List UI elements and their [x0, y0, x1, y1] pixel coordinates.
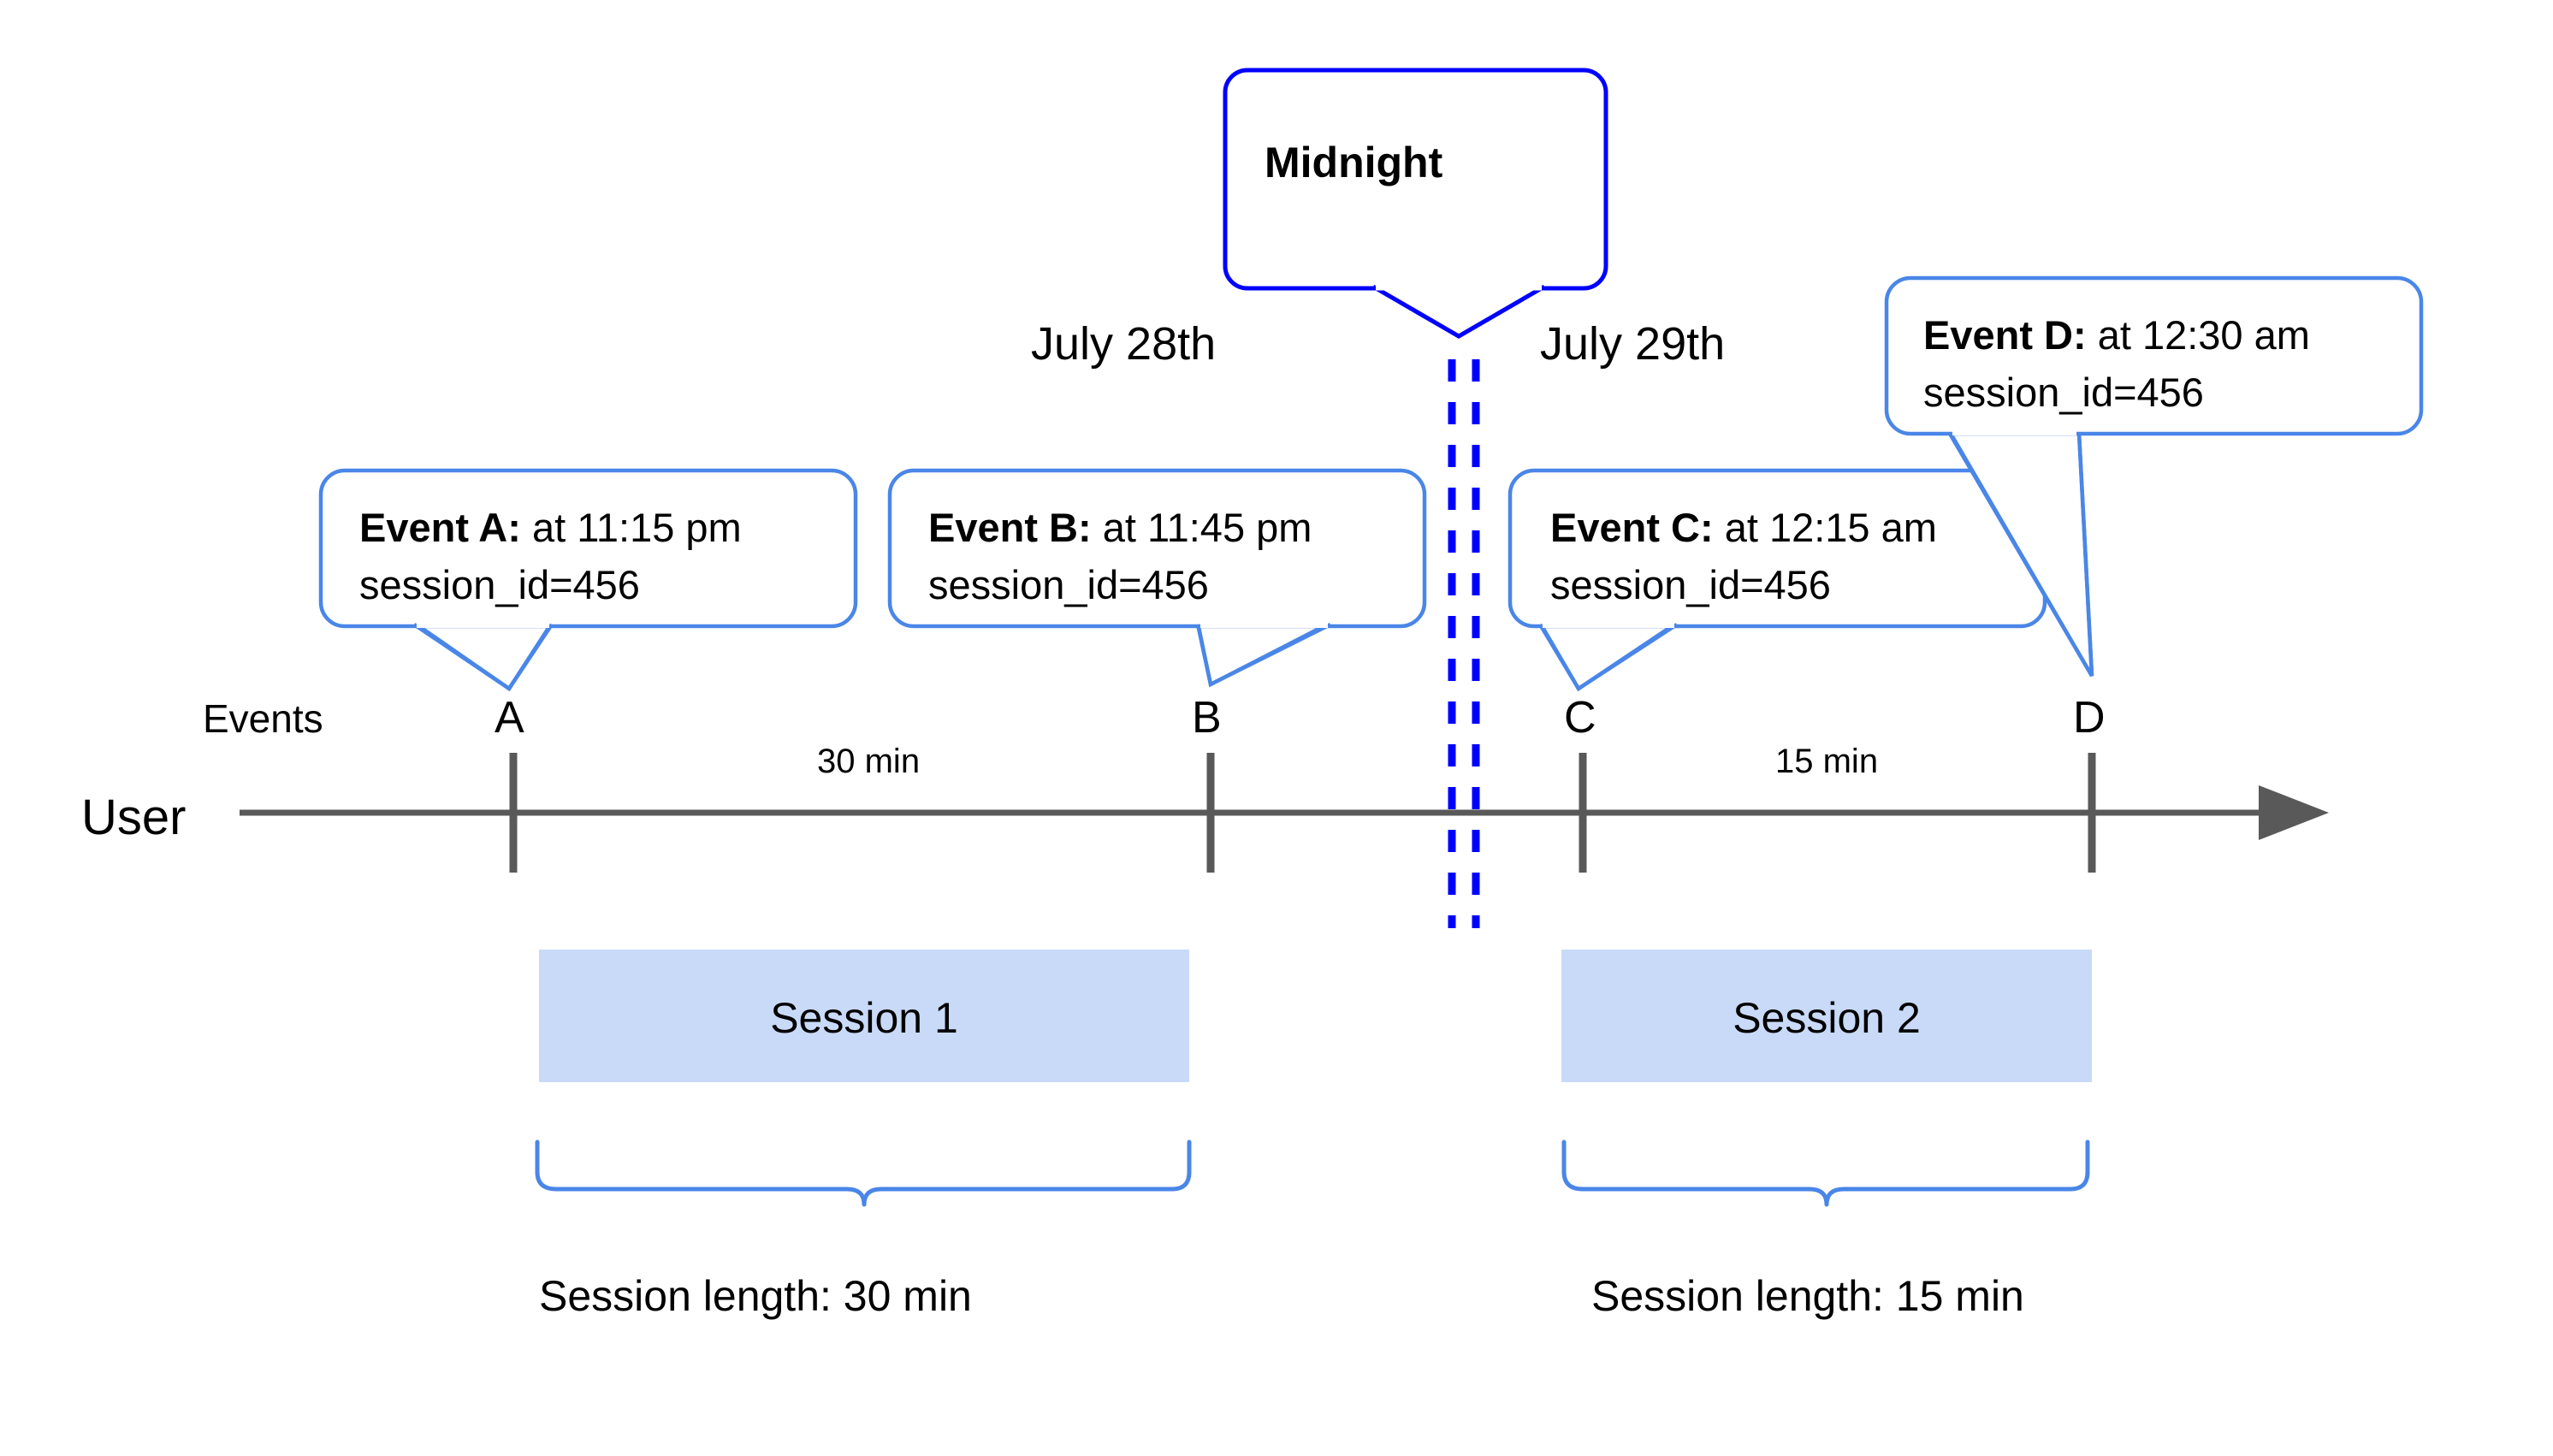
session-1-brace — [535, 1139, 1192, 1207]
duration-label-15min: 15 min — [1775, 743, 1878, 780]
events-row-label: Events — [203, 696, 323, 741]
event-c-bold: Event C: — [1550, 505, 1714, 550]
event-c-line1: Event C: at 12:15 am — [1550, 505, 1937, 550]
event-marker-label-a: A — [495, 693, 524, 743]
event-marker-label-d: D — [2073, 693, 2106, 743]
session-2-length-label: Session length: 15 min — [1591, 1272, 2024, 1320]
event-c-tail-stroke — [1538, 623, 1679, 692]
event-b-detail: at 11:45 pm — [1092, 505, 1312, 550]
event-a-line1: Event A: at 11:15 pm — [359, 505, 742, 550]
event-d-bold: Event D: — [1923, 312, 2087, 358]
axis-arrow-head — [2259, 785, 2329, 840]
date-label-july-28: July 28th — [1031, 318, 1216, 370]
event-d-detail: at 12:30 am — [2087, 312, 2310, 358]
session-1-bar[interactable]: Session 1 — [539, 950, 1189, 1082]
duration-label-30min: 30 min — [817, 743, 920, 780]
event-c-callout[interactable]: Event C: at 12:15 am session_id=456 — [1508, 468, 2047, 692]
midnight-label: Midnight — [1265, 139, 1443, 186]
event-a-callout[interactable]: Event A: at 11:15 pm session_id=456 — [318, 468, 858, 692]
event-a-session-id: session_id=456 — [359, 562, 640, 607]
midnight-callout-tail-stroke — [1371, 284, 1546, 339]
session-2-rect — [1561, 950, 2092, 1082]
session-1-rect — [539, 950, 1189, 1082]
timeline-axis — [240, 753, 2329, 873]
event-b-callout-tail — [1195, 620, 1332, 688]
date-label-july-29: July 29th — [1540, 318, 1725, 370]
event-b-tail-stroke — [1195, 622, 1332, 688]
event-c-session-id: session_id=456 — [1550, 562, 1831, 607]
event-a-tail-stroke — [412, 623, 554, 692]
session-2-bar[interactable]: Session 2 — [1561, 950, 2092, 1082]
session-2-label: Session 2 — [1733, 994, 1921, 1042]
session-2-brace — [1561, 1139, 2090, 1207]
session-1-label: Session 1 — [770, 994, 958, 1042]
session-1-length-label: Session length: 30 min — [539, 1272, 972, 1320]
event-b-callout-box — [887, 468, 1427, 629]
user-row-label: User — [81, 790, 186, 845]
event-b-line1: Event B: at 11:45 pm — [928, 505, 1312, 550]
event-b-callout[interactable]: Event B: at 11:45 pm session_id=456 — [887, 468, 1427, 688]
event-d-session-id: session_id=456 — [1923, 370, 2204, 415]
event-b-bold: Event B: — [928, 505, 1092, 550]
event-marker-label-b: B — [1192, 693, 1222, 743]
event-a-detail: at 11:15 pm — [521, 505, 742, 550]
event-d-callout[interactable]: Event D: at 12:30 am session_id=456 — [1884, 275, 2424, 678]
event-a-bold: Event A: — [359, 505, 521, 550]
midnight-dashed-lines — [1448, 359, 1480, 928]
midnight-callout[interactable]: Midnight — [1223, 68, 1608, 339]
event-d-tail-stroke — [1948, 432, 2094, 678]
event-marker-label-c: C — [1564, 693, 1596, 743]
event-b-session-id: session_id=456 — [928, 562, 1209, 607]
event-c-detail: at 12:15 am — [1714, 505, 1937, 550]
event-d-callout-box — [1884, 275, 2424, 436]
event-a-callout-box — [318, 468, 858, 629]
event-d-line1: Event D: at 12:30 am — [1923, 312, 2310, 358]
